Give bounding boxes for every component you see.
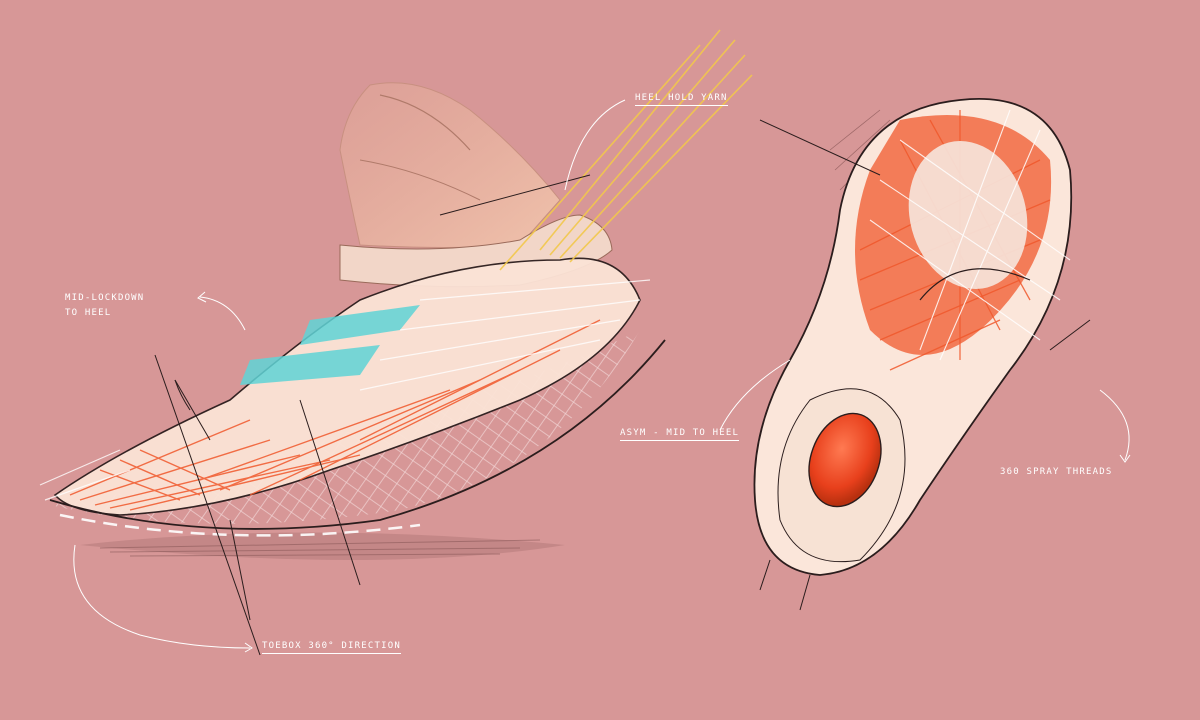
annotation-asym-mid-to-heel: ASYM - MID TO HEEL — [620, 427, 740, 441]
top-view-shoe — [719, 98, 1131, 611]
annotation-mid-lockdown-to-heel: TO HEEL — [65, 308, 112, 318]
annotation-mid-lockdown: MID-LOCKDOWN — [65, 293, 145, 303]
side-view-shoe — [39, 29, 753, 656]
annotation-heel-hold-yarn: HEEL HOLD YARN — [635, 92, 728, 106]
annotation-toebox-direction: TOEBOX 360° DIRECTION — [262, 640, 401, 654]
annotation-360-spray-threads: 360 SPRAY THREADS — [1000, 467, 1113, 477]
